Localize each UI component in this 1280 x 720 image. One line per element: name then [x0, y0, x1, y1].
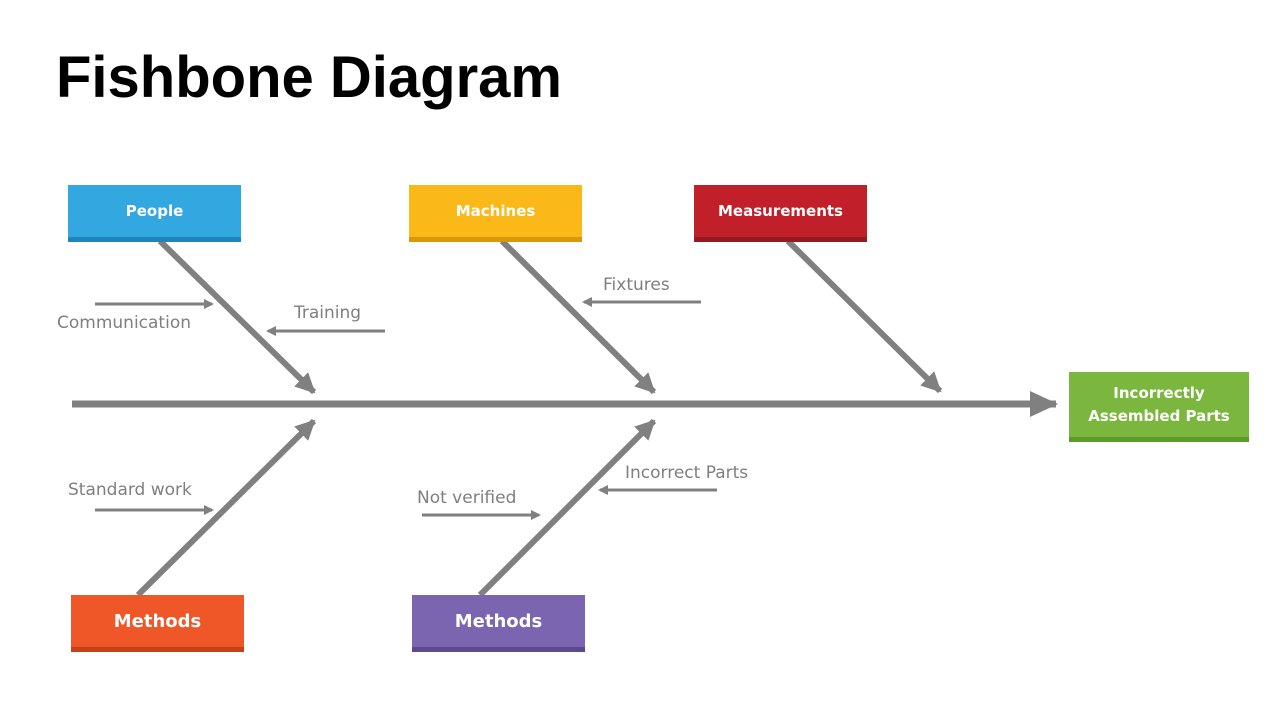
bone-methods-right: [477, 418, 657, 598]
category-methods-right: Methods: [412, 595, 585, 652]
category-methods-left: Methods: [71, 595, 244, 652]
page-title: Fishbone Diagram: [56, 45, 562, 110]
cause-label-communication: Communication: [57, 313, 191, 333]
category-machines: Machines: [409, 185, 582, 242]
cause-label-standard-work: Standard work: [68, 480, 192, 500]
effect-box: Incorrectly Assembled Parts: [1069, 372, 1249, 442]
category-people: People: [68, 185, 241, 242]
bone-machines: [499, 238, 657, 395]
bone-people: [157, 238, 317, 395]
bone-methods-left: [135, 418, 317, 598]
cause-label-fixtures: Fixtures: [603, 275, 670, 295]
cause-label-training: Training: [294, 303, 362, 323]
cause-label-incorrect-parts: Incorrect Parts: [625, 463, 749, 483]
category-measurements: Measurements: [694, 185, 867, 242]
cause-label-not-verified: Not verified: [417, 488, 517, 508]
bone-measurements: [785, 238, 943, 394]
